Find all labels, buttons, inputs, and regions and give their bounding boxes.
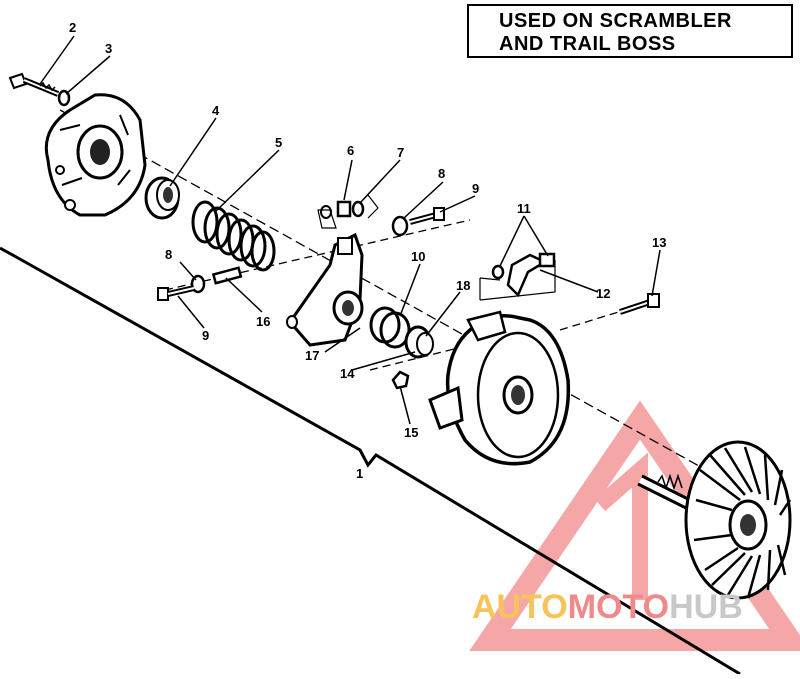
movable-sheave-part [428, 310, 571, 466]
label-part-8-lower: 8 [165, 247, 172, 262]
axis-line-15 [369, 344, 471, 371]
label-part-9-top: 9 [472, 181, 479, 196]
bushing-part-8-top [391, 215, 409, 237]
label-part-17: 17 [305, 348, 319, 363]
watermark-hub: HUB [669, 588, 743, 626]
bushing-part-18 [404, 325, 434, 359]
label-part-3: 3 [105, 41, 112, 56]
watermark-logo: AUTOMOTOHUB [472, 588, 797, 638]
label-part-2: 2 [69, 20, 76, 35]
watermark-auto: AUTO [472, 588, 568, 626]
fixed-sheave-fan-part [637, 440, 792, 600]
label-part-18: 18 [456, 278, 470, 293]
washer-part-7 [351, 200, 365, 218]
bolt-part-9-top [409, 207, 445, 225]
label-part-5: 5 [275, 135, 282, 150]
watermark-moto: MOTO [567, 588, 670, 626]
axis-line-13 [559, 309, 626, 331]
label-part-16: 16 [256, 314, 270, 329]
spring-part-5 [191, 200, 276, 272]
bushing-part-6 [336, 200, 352, 218]
bolt-part-9-lower [157, 285, 195, 301]
cover-plate-part [44, 93, 147, 217]
label-part-7: 7 [397, 145, 404, 160]
pin-part-16 [211, 266, 243, 285]
label-part-4: 4 [212, 103, 220, 118]
label-part-15: 15 [404, 425, 418, 440]
label-part-14: 14 [340, 366, 355, 381]
label-part-13: 13 [652, 235, 666, 250]
assembly-bracket [0, 246, 741, 676]
bearing-part-4 [144, 176, 180, 220]
ring-part-10 [369, 306, 411, 349]
usage-note-line-1: USED ON SCRAMBLER [499, 10, 732, 32]
usage-note-box: USED ON SCRAMBLER AND TRAIL BOSS [467, 4, 793, 58]
bolt-part-13 [619, 293, 660, 315]
usage-note-line-2: AND TRAIL BOSS [499, 33, 676, 55]
clip-parts-11-12 [479, 252, 556, 301]
label-part-9-lower: 9 [202, 328, 209, 343]
label-part-11: 11 [517, 201, 531, 216]
label-part-10: 10 [411, 249, 425, 264]
arm-bracket-part-17 [286, 232, 364, 347]
label-part-1: 1 [356, 466, 363, 481]
label-part-8-top: 8 [438, 166, 445, 181]
leader-lines [39, 35, 661, 425]
bolt-part-2 [8, 72, 60, 97]
label-part-12: 12 [596, 286, 610, 301]
label-part-6: 6 [347, 143, 354, 158]
center-axis-line [59, 109, 761, 501]
washer-part-6b [320, 205, 332, 219]
nut-part-15 [391, 370, 410, 390]
